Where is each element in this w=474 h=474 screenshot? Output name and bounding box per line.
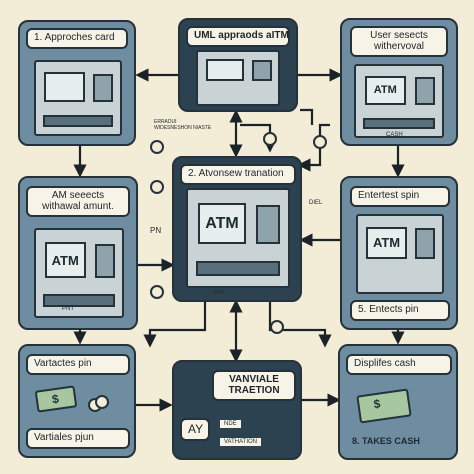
annotation-erradu: ERRADUI WIDESNESHON NIASTE xyxy=(154,119,212,131)
atm-screen xyxy=(206,59,245,82)
step-box-selects-withdrawal-amount: AM seeects withawal amunt. ATM PNT xyxy=(18,176,138,330)
connector-node xyxy=(270,320,284,334)
slot-tag: AM xyxy=(214,290,223,296)
step-label: User sesects withervoval xyxy=(350,26,448,57)
cash-icon xyxy=(34,385,78,413)
slot-tag: PNT xyxy=(62,306,74,312)
atm-keypad xyxy=(415,228,436,259)
atm-screen: ATM xyxy=(364,75,406,106)
atm-keypad xyxy=(94,243,116,279)
atm-screen: ATM xyxy=(198,203,246,244)
connector-node xyxy=(150,285,164,299)
step-label-bottom: 5. Entects pin xyxy=(350,300,450,321)
step-label: 1. Approches card xyxy=(26,28,128,49)
atm-illustration xyxy=(34,60,122,136)
arrow-center-to-bottom-right xyxy=(268,300,332,348)
annotation-pn: PN xyxy=(150,226,162,235)
step-box-validates-transaction: VANVIALE TRAETION AY NDE VATHATION xyxy=(172,360,302,460)
atm-illustration: ATM xyxy=(34,228,124,318)
atm-screen: ATM xyxy=(366,226,407,259)
atm-keypad xyxy=(256,205,280,244)
atm-screen: ATM xyxy=(44,242,86,279)
atm-card-slot xyxy=(362,117,436,129)
atm-illustration xyxy=(196,50,280,106)
row-tag-2: VATHATION xyxy=(220,438,261,446)
connector-node xyxy=(150,180,164,194)
atm-screen xyxy=(44,72,85,103)
step-box-uml-approaches-atm: UML appraods aITM xyxy=(178,18,298,112)
step-box-user-selects-withdrawal: User sesects withervoval ATM CASH xyxy=(340,18,458,146)
step-label: UML appraods aITM xyxy=(186,26,290,47)
arrow-right-feedback xyxy=(300,108,314,125)
atm-keypad xyxy=(252,60,272,82)
step-box-enters-pin: Entertest spin ATM 5. Entects pin xyxy=(340,176,458,330)
step-label-bottom: Vartiales pjun xyxy=(26,428,130,449)
connector-node xyxy=(95,395,109,409)
atm-card-slot xyxy=(196,261,280,277)
arrow-center-to-bottom-left xyxy=(143,300,207,348)
cash-stack-icon xyxy=(356,388,412,424)
step-label: Displifes cash xyxy=(346,354,452,375)
step-box-approaches-card: 1. Approches card xyxy=(18,20,136,146)
step-label: 2. Atvonsew tranation xyxy=(180,164,296,185)
step-box-validates-pin: Vartactes pin Vartiales pjun xyxy=(18,344,136,458)
step-box-dispenses-cash: Displifes cash 8. TAKES CASH xyxy=(338,344,458,460)
atm-illustration: ATM xyxy=(186,188,290,288)
row-tag-1: NDE xyxy=(220,420,241,428)
step-label: AM seeects withawal amunt. xyxy=(26,186,130,217)
step-label: Vartactes pin xyxy=(26,354,130,375)
step-label: VANVIALE TRAETION xyxy=(212,370,296,401)
atm-card-slot xyxy=(42,293,116,308)
atm-keypad xyxy=(414,77,436,106)
cash-tag: CASH xyxy=(386,132,403,138)
atm-keypad xyxy=(93,73,114,103)
step-box-approves-transaction: 2. Atvonsew tranation ATM AM xyxy=(172,156,302,302)
annotation-diel: DIEL xyxy=(309,200,323,206)
connector-node xyxy=(313,135,327,149)
connector-node xyxy=(150,140,164,154)
atm-illustration: ATM xyxy=(356,214,444,294)
side-tag: AY xyxy=(180,418,210,441)
atm-card-slot xyxy=(42,115,114,127)
step-label: Entertest spin xyxy=(350,186,450,207)
connector-node xyxy=(263,132,277,146)
atm-illustration: ATM xyxy=(354,64,444,138)
step-footer: 8. TAKES CASH xyxy=(352,436,420,446)
